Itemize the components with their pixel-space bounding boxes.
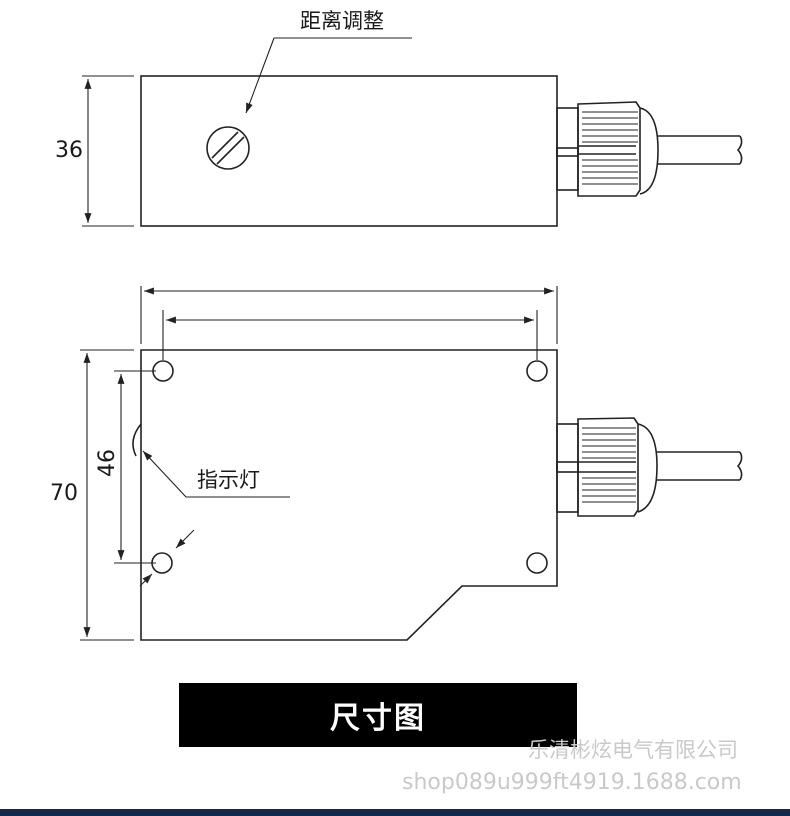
top-view-body bbox=[140, 75, 558, 227]
height-36-label: 36 bbox=[55, 138, 83, 163]
height-70-label: 70 bbox=[50, 481, 78, 506]
mount-hole-icon bbox=[526, 552, 548, 574]
adjust-leader-line bbox=[245, 37, 275, 114]
banner-title: 尺寸图 bbox=[330, 701, 426, 736]
shop-url-watermark: shop089u999ft4919.1688.com bbox=[402, 770, 742, 795]
mount-hole-icon bbox=[526, 360, 548, 382]
indicator-leader-line bbox=[142, 450, 187, 498]
top-view: 距离调整 36 bbox=[55, 9, 743, 227]
hole-dia-leader-upper bbox=[175, 529, 195, 549]
hole-vert-46-label: 46 bbox=[95, 449, 120, 477]
adjust-screw-icon bbox=[206, 126, 250, 170]
bottom-bar bbox=[0, 809, 790, 816]
title-banner: 尺寸图 bbox=[179, 683, 577, 747]
adjust-label: 距离调整 bbox=[300, 9, 384, 33]
cable-gland-icon bbox=[556, 101, 743, 197]
indicator-label: 指示灯 bbox=[197, 468, 260, 492]
front-view: 70 46 指示灯 bbox=[50, 286, 743, 641]
company-watermark: 乐清彬炫电气有限公司 bbox=[528, 738, 738, 762]
front-view-body bbox=[140, 349, 558, 641]
hole-dia-leader-lower bbox=[139, 573, 153, 587]
cable-gland-icon bbox=[556, 417, 743, 517]
indicator-light-icon bbox=[132, 423, 142, 457]
